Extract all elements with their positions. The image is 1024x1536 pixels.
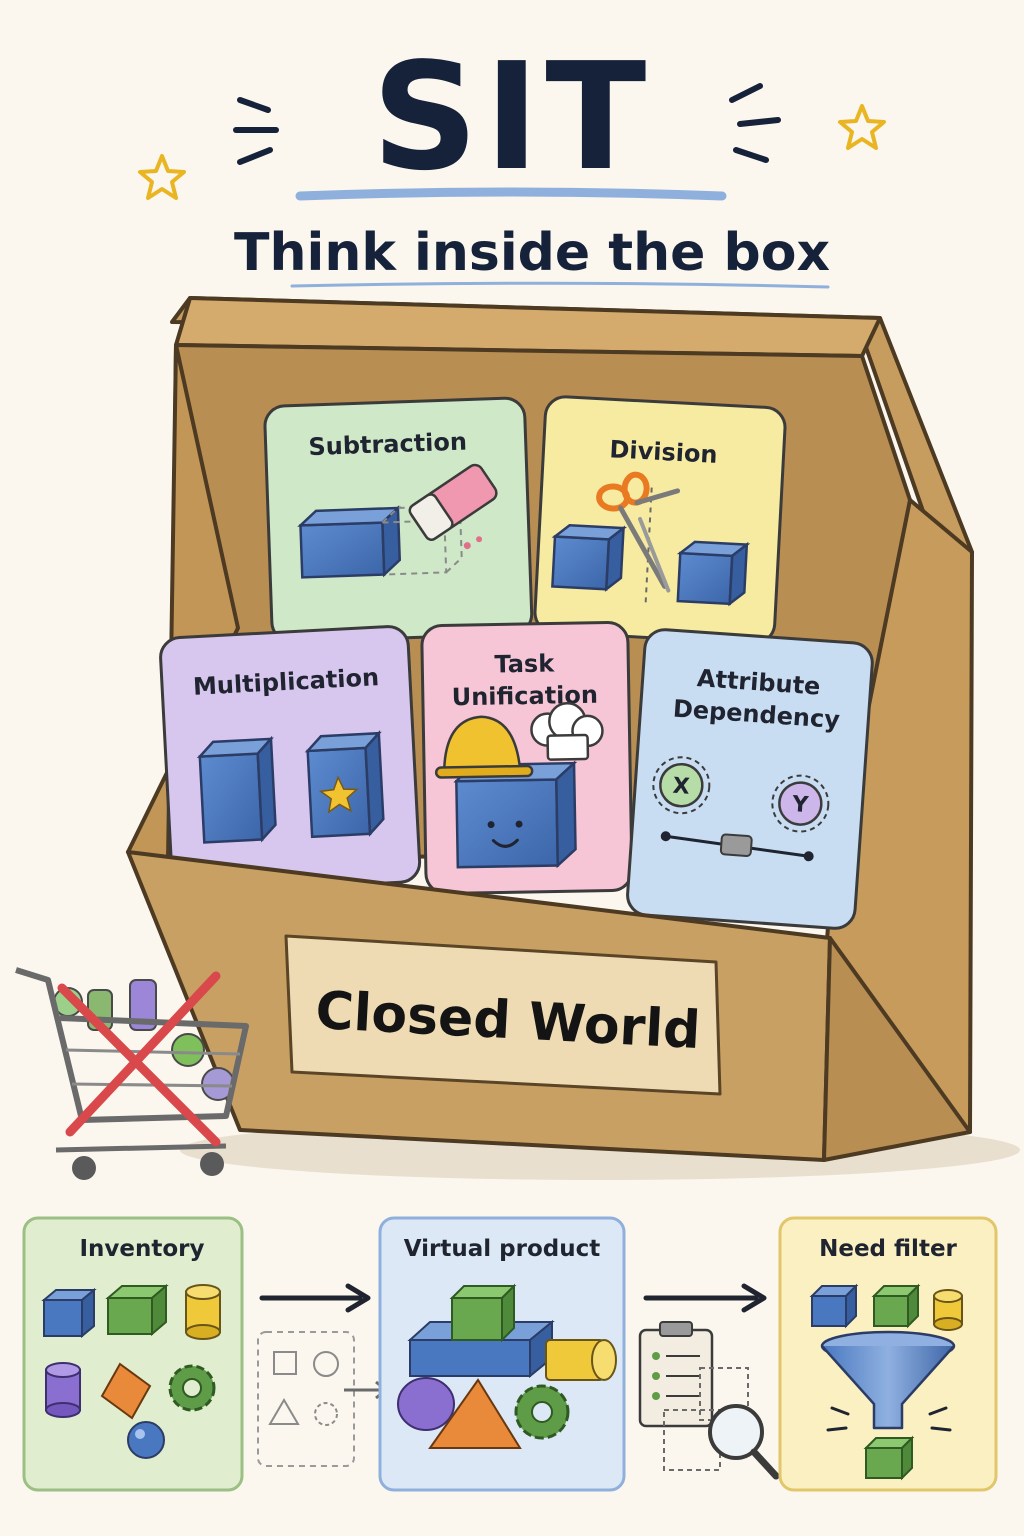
star-icon xyxy=(838,104,886,150)
title: SIT xyxy=(372,31,653,203)
card-title: Subtraction xyxy=(308,428,467,462)
cylinder-icon xyxy=(45,1362,81,1418)
sphere-icon xyxy=(127,1421,165,1459)
cylinder-icon xyxy=(185,1284,221,1340)
flow-inventory: Inventory xyxy=(22,1216,244,1492)
funnel-icon xyxy=(820,1330,956,1430)
x-node xyxy=(659,762,704,808)
shape-outlines xyxy=(257,1331,389,1467)
cube-icon xyxy=(809,1283,859,1329)
arrow-right-icon xyxy=(259,1283,371,1313)
cube-icon xyxy=(551,524,627,592)
y-label: Y xyxy=(790,792,810,818)
scissors-icon xyxy=(596,471,681,593)
flow-need-filter: Need filter xyxy=(778,1216,998,1492)
flow-virtual-product: Virtual product xyxy=(378,1216,626,1492)
coupler-icon xyxy=(719,833,753,857)
cube-icon xyxy=(676,540,751,607)
title-underline xyxy=(295,187,727,201)
gear-icon xyxy=(168,1364,216,1412)
cube-icon xyxy=(304,730,385,839)
cube-icon xyxy=(871,1283,921,1329)
subtitle: Think inside the box xyxy=(234,223,830,283)
eraser-icon xyxy=(408,463,498,541)
star-icon xyxy=(138,154,186,200)
card-title-line-1: Task xyxy=(494,649,555,678)
header: SIT Think inside the box xyxy=(138,31,886,289)
combined-product-icon xyxy=(397,1283,617,1449)
evaluation-group xyxy=(638,1321,780,1480)
cylinder-icon xyxy=(933,1289,963,1331)
cube-icon xyxy=(196,735,277,844)
burst-left xyxy=(233,97,279,165)
hard-hat-icon xyxy=(434,715,534,779)
box-label-plate: Closed World xyxy=(284,934,722,1096)
cube-icon xyxy=(863,1435,915,1481)
card-multiplication: Multiplication xyxy=(159,625,422,895)
magnifier-icon xyxy=(708,1404,780,1480)
shopping-cart-icon xyxy=(15,967,249,1180)
cube-icon xyxy=(453,760,578,869)
burst-right xyxy=(729,83,781,163)
cross-icon xyxy=(57,983,221,1147)
cube-icon xyxy=(297,505,402,579)
pyramid-icon xyxy=(100,1362,152,1420)
box-front: Closed World xyxy=(126,850,972,1162)
cube-icon xyxy=(41,1287,97,1339)
subtitle-underline xyxy=(290,281,830,289)
card-subtraction: Subtraction xyxy=(263,396,534,644)
flow-title: Virtual product xyxy=(404,1236,600,1262)
clipboard-icon xyxy=(638,1321,714,1428)
flow-title: Need filter xyxy=(819,1236,957,1262)
x-label: X xyxy=(672,774,691,800)
cross-icon xyxy=(65,971,221,1137)
card-task-unification: Task Unification xyxy=(420,621,634,895)
cube-icon xyxy=(105,1283,169,1337)
card-division: Division xyxy=(533,395,787,645)
star-icon xyxy=(318,775,359,814)
card-attribute-dependency: Attribute Dependency X Y xyxy=(626,628,874,930)
chef-hat-icon xyxy=(530,702,604,761)
arrow-right-icon xyxy=(643,1283,767,1313)
flow-title: Inventory xyxy=(79,1236,204,1262)
card-title: Division xyxy=(609,435,718,469)
y-node xyxy=(778,781,823,826)
